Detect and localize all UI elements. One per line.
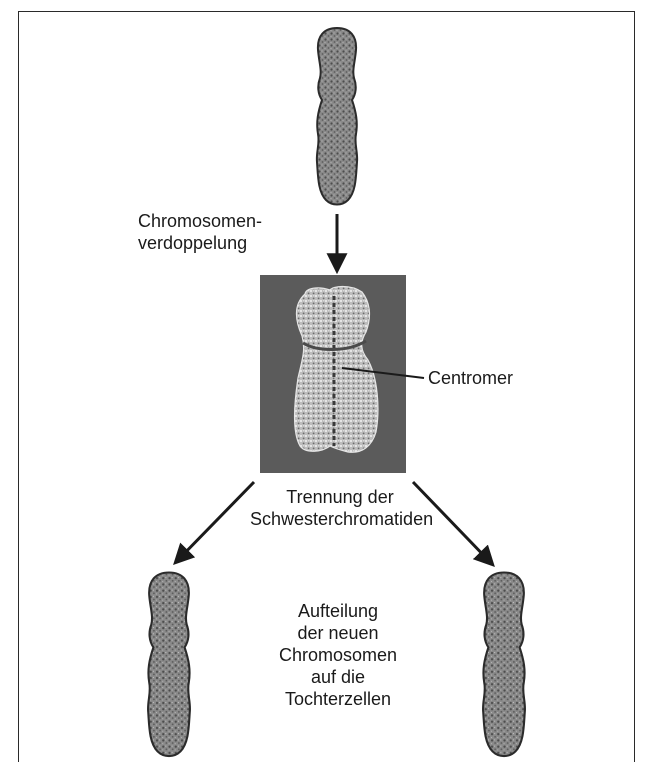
chromosome-top <box>317 28 357 205</box>
chromosome-bottom-left <box>148 572 190 756</box>
chromosome-bottom-right <box>483 572 525 756</box>
label-separation: Trennung der Schwesterchromatiden <box>250 486 430 530</box>
label-centromere: Centromer <box>428 367 513 389</box>
label-duplication: Chromosomen- verdoppelung <box>138 210 262 254</box>
arrow-left <box>176 482 254 562</box>
label-distribution: Aufteilung der neuen Chromosomen auf die… <box>248 600 428 710</box>
